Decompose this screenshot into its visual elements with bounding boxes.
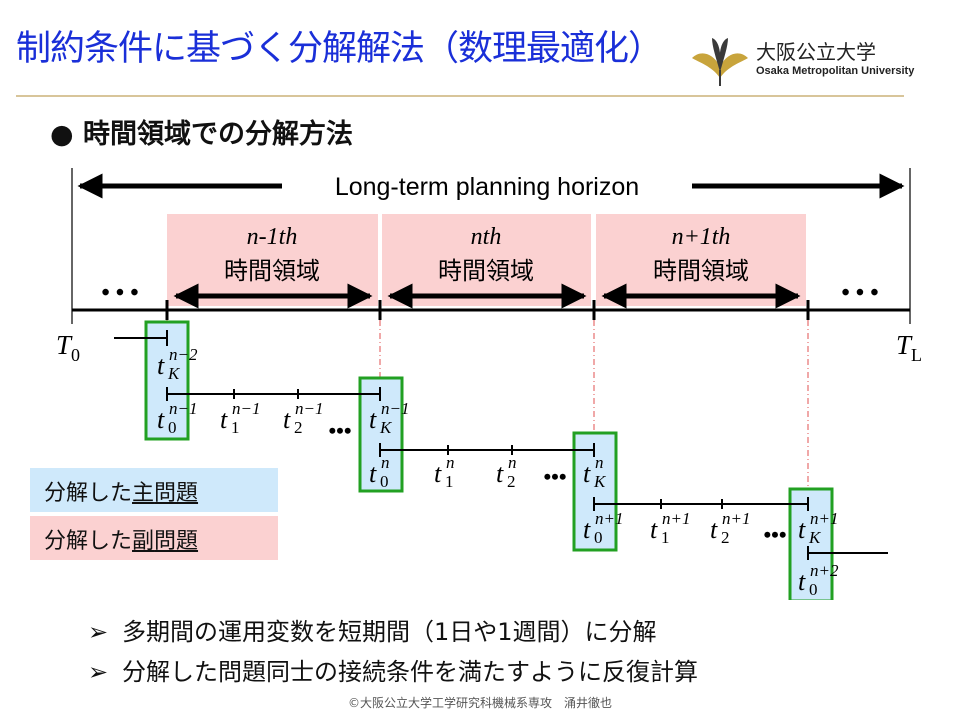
period-2-line1: nth bbox=[471, 224, 502, 250]
mark-subscript: 0 bbox=[380, 472, 389, 491]
university-logo: 大阪公立大学 Osaka Metropolitan University bbox=[690, 32, 930, 88]
period-1-line2: 時間領域 bbox=[224, 257, 320, 285]
mark-subscript: 0 bbox=[594, 528, 603, 547]
mark-superscript: n+2 bbox=[810, 561, 839, 580]
section-heading: ● 時間領域での分解方法 bbox=[50, 112, 353, 151]
logo-en: Osaka Metropolitan University bbox=[756, 65, 915, 77]
connection-box-4 bbox=[788, 487, 834, 600]
mark-superscript: n−1 bbox=[381, 399, 409, 418]
legend-sub-problem: 分解した副問題 bbox=[30, 516, 278, 560]
period-3-line1: n+1th bbox=[672, 224, 731, 250]
mark-superscript: n−1 bbox=[169, 399, 197, 418]
footer-copyright: ©大阪公立大学工学研究科機械系専攻 涌井徹也 bbox=[347, 696, 612, 710]
arrowhead-bullet-icon: ➢ bbox=[88, 618, 109, 646]
time-decomposition-diagram: Long-term planning horizon n-1th 時間領域 nt… bbox=[56, 168, 922, 600]
mark-subscript: 1 bbox=[231, 418, 240, 437]
period-2-line2: 時間領域 bbox=[438, 257, 534, 285]
label-TL: TL bbox=[896, 330, 922, 365]
mark-subscript: 1 bbox=[445, 472, 454, 491]
mark-subscript: K bbox=[379, 418, 393, 437]
mark-base: t bbox=[583, 459, 591, 488]
mark-base: t bbox=[157, 405, 165, 434]
mark-base: t bbox=[798, 567, 806, 596]
mark-base: t bbox=[710, 515, 718, 544]
mark-base: t bbox=[283, 405, 291, 434]
point-2: ➢ 分解した問題同士の接続条件を満たすように反復計算 bbox=[88, 652, 698, 687]
legend-main-problem: 分解した主問題 bbox=[30, 468, 278, 512]
mark-base: t bbox=[798, 515, 806, 544]
legend-sub-suffix: 問題 bbox=[154, 529, 199, 554]
section-heading-text: 時間領域での分解方法 bbox=[82, 119, 353, 150]
point-1-text: 多期間の運用変数を短期間（1日や1週間）に分解 bbox=[122, 618, 657, 646]
legend-sub-prefix: 分解した bbox=[44, 529, 133, 554]
legend-main-underlined: 主 bbox=[132, 481, 155, 506]
mark-superscript: n−1 bbox=[232, 399, 260, 418]
point-2-text: 分解した問題同士の接続条件を満たすように反復計算 bbox=[122, 658, 698, 686]
legend-main-suffix: 問題 bbox=[154, 481, 199, 506]
mark-superscript: n+1 bbox=[595, 509, 623, 528]
mark-subscript: 0 bbox=[809, 580, 818, 599]
title-divider bbox=[16, 95, 904, 97]
mark-subscript: 0 bbox=[168, 418, 177, 437]
mark-superscript: n−2 bbox=[169, 345, 198, 364]
mark-subscript: K bbox=[167, 364, 181, 383]
mark-superscript: n+1 bbox=[810, 509, 838, 528]
mark-superscript: n−1 bbox=[295, 399, 323, 418]
mark-subscript: 1 bbox=[661, 528, 670, 547]
mark-base: t bbox=[369, 405, 377, 434]
mark-superscript: n bbox=[595, 453, 604, 472]
legend-sub-underlined: 副 bbox=[132, 529, 155, 554]
mark-base: t bbox=[650, 515, 658, 544]
subline-2-dots: ••• bbox=[543, 464, 566, 489]
point-1: ➢ 多期間の運用変数を短期間（1日や1週間）に分解 bbox=[88, 612, 657, 647]
mark-subscript: K bbox=[808, 528, 822, 547]
mark-subscript: 2 bbox=[507, 472, 516, 491]
legend-main-text: 分解した主問題 bbox=[44, 475, 198, 507]
mark-subscript: K bbox=[593, 472, 607, 491]
period-3-line2: 時間領域 bbox=[653, 257, 749, 285]
mark-subscript: 2 bbox=[294, 418, 303, 437]
mark-superscript: n bbox=[508, 453, 517, 472]
mark-base: t bbox=[157, 351, 165, 380]
mark-subscript: 2 bbox=[721, 528, 730, 547]
ginkgo-logo-icon bbox=[692, 38, 748, 86]
mark-base: t bbox=[583, 515, 591, 544]
period-1-line1: n-1th bbox=[247, 224, 298, 250]
subline-3-dots: ••• bbox=[763, 522, 786, 547]
legend-sub-text: 分解した副問題 bbox=[44, 523, 198, 555]
mark-base: t bbox=[434, 459, 442, 488]
ellipsis-right: • • • bbox=[841, 280, 878, 306]
bullet-icon: ● bbox=[50, 119, 74, 150]
mark-base: t bbox=[220, 405, 228, 434]
logo-jp: 大阪公立大学 bbox=[756, 40, 876, 64]
subline-1-dots: ••• bbox=[328, 418, 351, 443]
mark-superscript: n bbox=[446, 453, 455, 472]
mark-base: t bbox=[496, 459, 504, 488]
arrowhead-bullet-icon: ➢ bbox=[88, 658, 109, 686]
horizon-label: Long-term planning horizon bbox=[335, 173, 639, 201]
label-T0: T0 bbox=[56, 330, 80, 365]
mark-superscript: n bbox=[381, 453, 390, 472]
mark-superscript: n+1 bbox=[662, 509, 690, 528]
mark-superscript: n+1 bbox=[722, 509, 750, 528]
ellipsis-left: • • • bbox=[101, 280, 138, 306]
mark-base: t bbox=[369, 459, 377, 488]
legend-main-prefix: 分解した bbox=[44, 481, 133, 506]
slide-title: 制約条件に基づく分解解法（数理最適化） bbox=[16, 29, 663, 69]
